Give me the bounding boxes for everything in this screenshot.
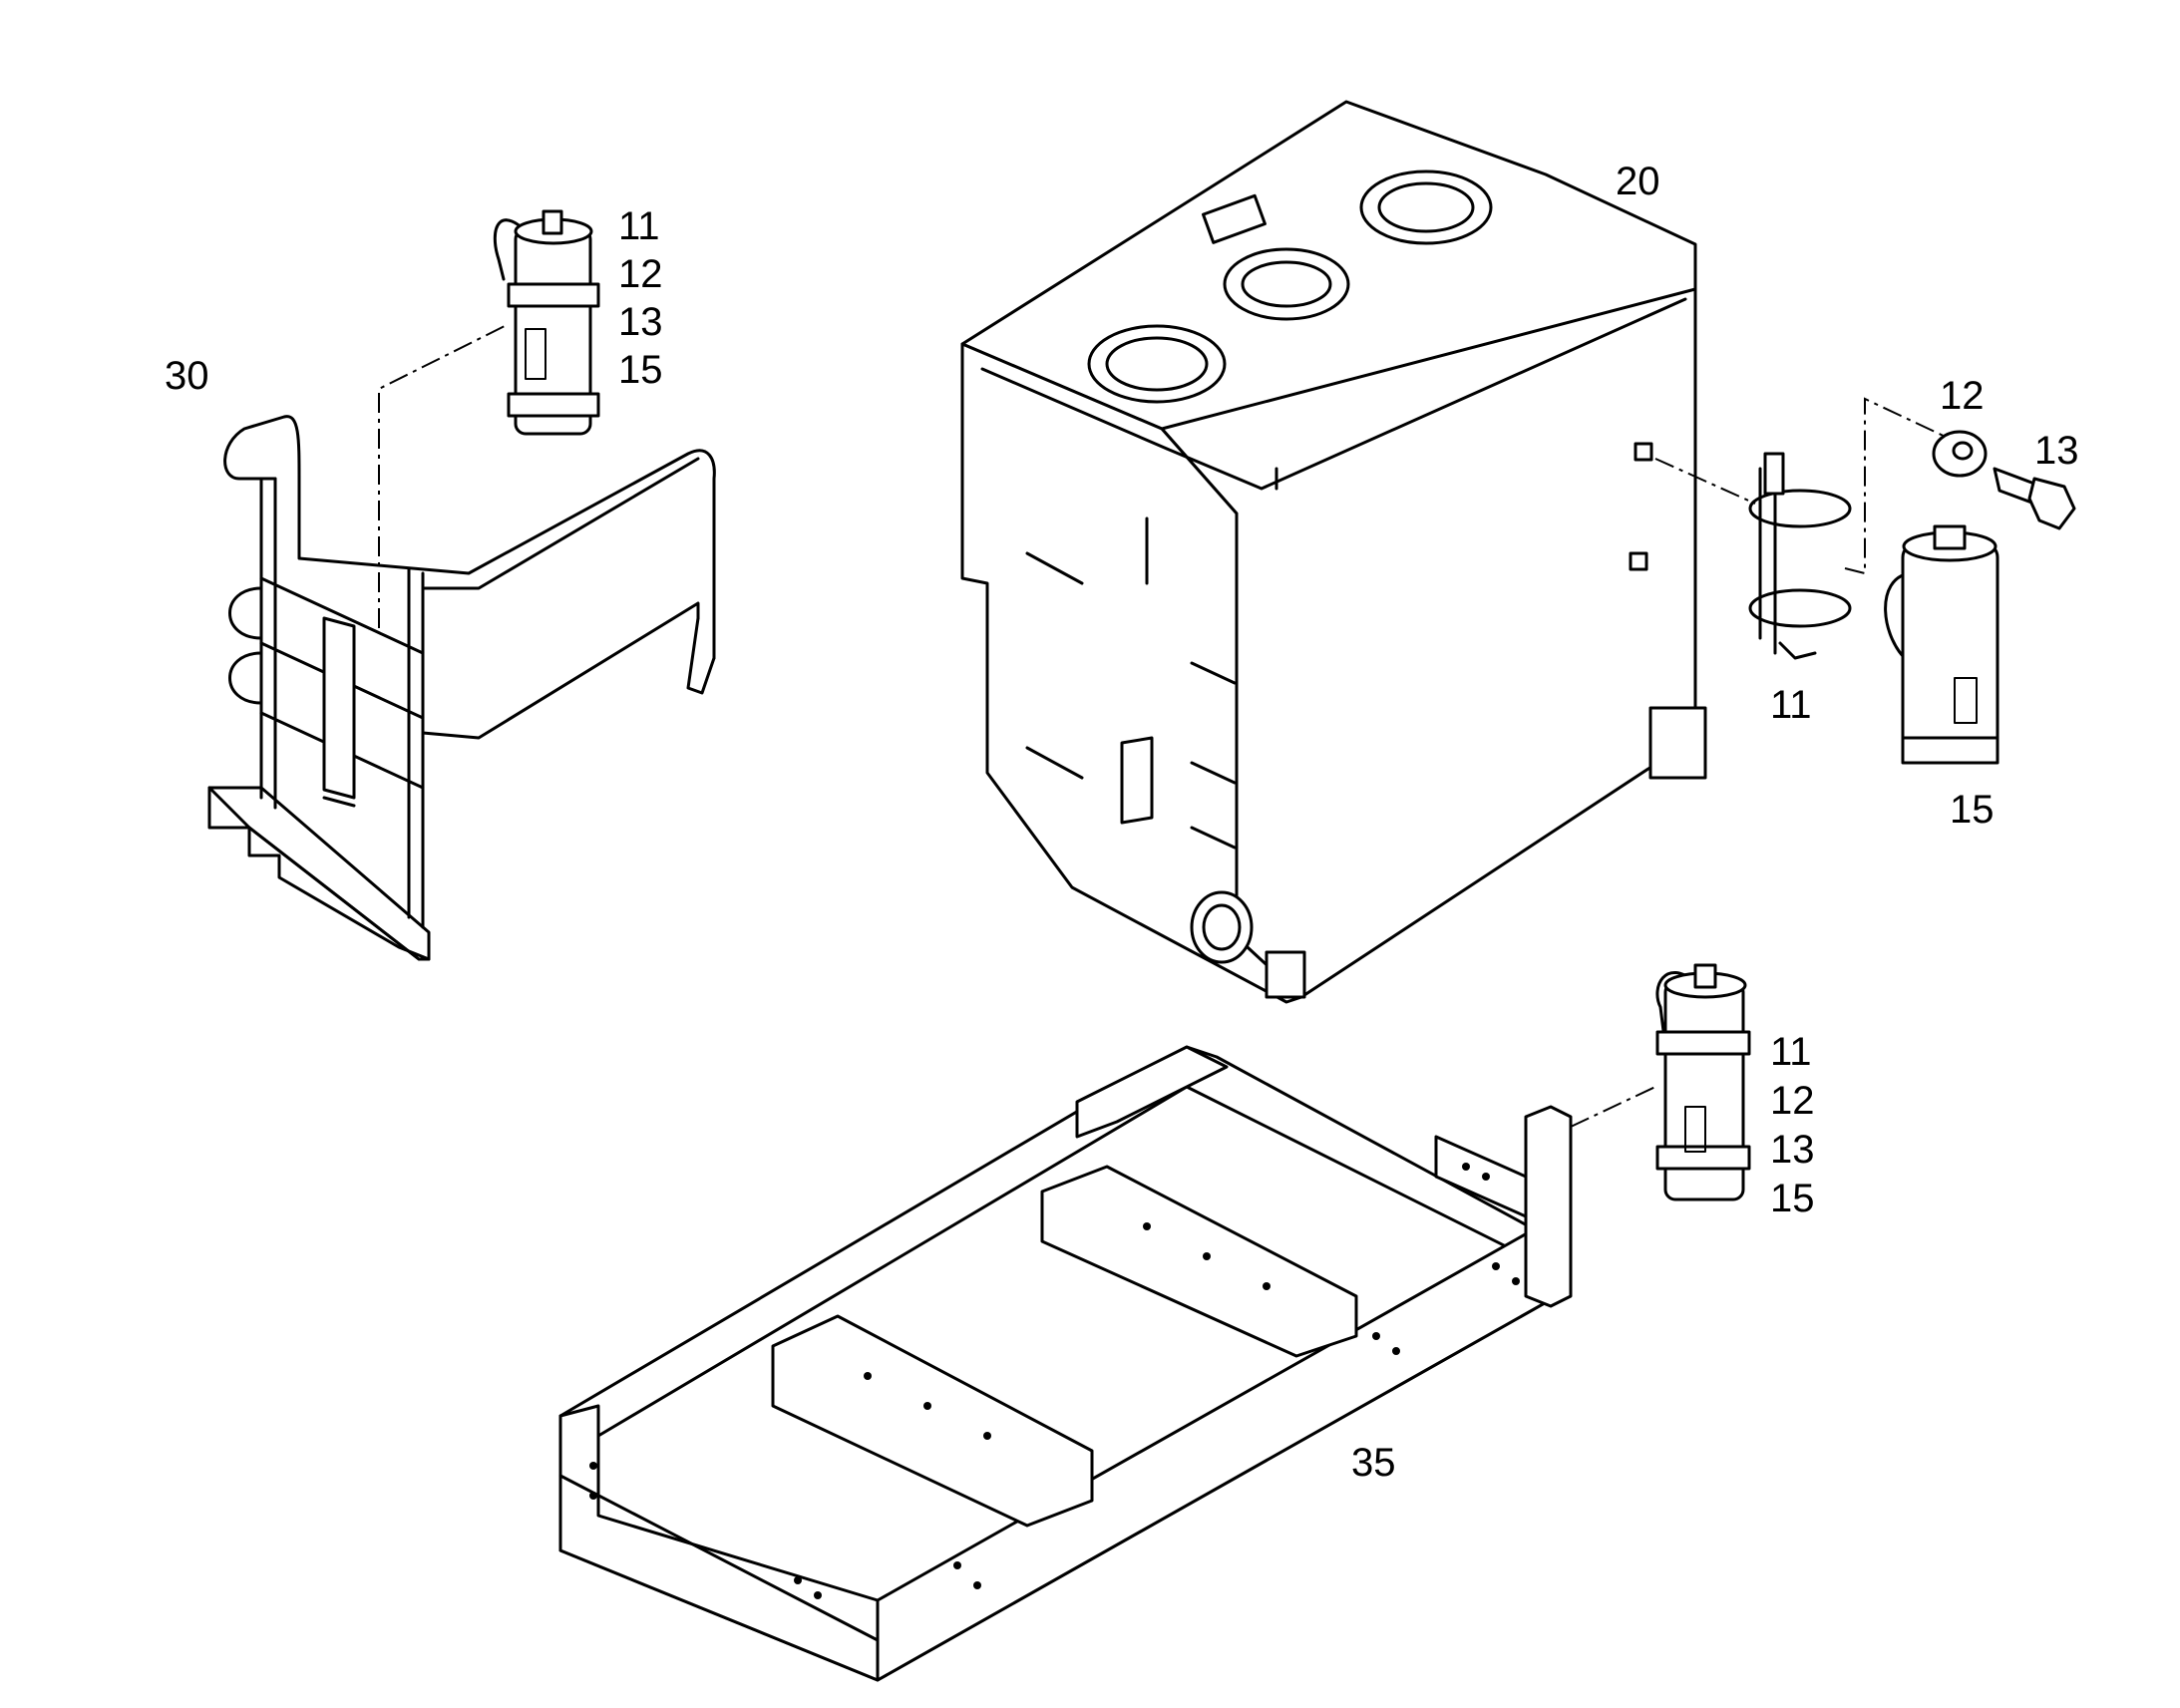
label-top-left-13: 13 [618, 300, 663, 344]
label-bottom-12: 12 [1770, 1079, 1815, 1123]
label-base-frame-35: 35 [1351, 1441, 1396, 1485]
label-bolt-13: 13 [2034, 429, 2079, 473]
frame-holes [589, 1163, 1520, 1599]
label-top-left-11: 11 [618, 204, 660, 248]
tank-assembly [960, 100, 1707, 1004]
ladder-railing-assembly [207, 415, 716, 961]
label-bottom-15: 15 [1770, 1177, 1815, 1220]
bracket-leader-line [1654, 458, 1756, 505]
extinguisher-bracket [1748, 452, 1852, 660]
label-bottom-11: 11 [1770, 1030, 1812, 1074]
label-tank-20: 20 [1616, 160, 1660, 203]
lower-leader-line [1570, 1086, 1656, 1128]
label-right-extinguisher-15: 15 [1950, 788, 1995, 832]
fire-extinguisher-top-left [493, 209, 600, 436]
label-bottom-13: 13 [1770, 1128, 1815, 1172]
label-top-left-15: 15 [618, 348, 663, 392]
fire-extinguisher-right [1884, 524, 1999, 765]
label-bracket-11: 11 [1770, 683, 1812, 727]
mounting-leader-line [378, 323, 510, 628]
label-washer-12: 12 [1940, 374, 1985, 418]
base-frame-assembly [558, 1045, 1573, 1682]
label-ladder-30: 30 [165, 354, 209, 398]
bolt-part [1993, 467, 2076, 530]
fire-extinguisher-bottom [1655, 963, 1751, 1201]
label-top-left-12: 12 [618, 252, 663, 296]
washer-part [1932, 430, 1988, 478]
